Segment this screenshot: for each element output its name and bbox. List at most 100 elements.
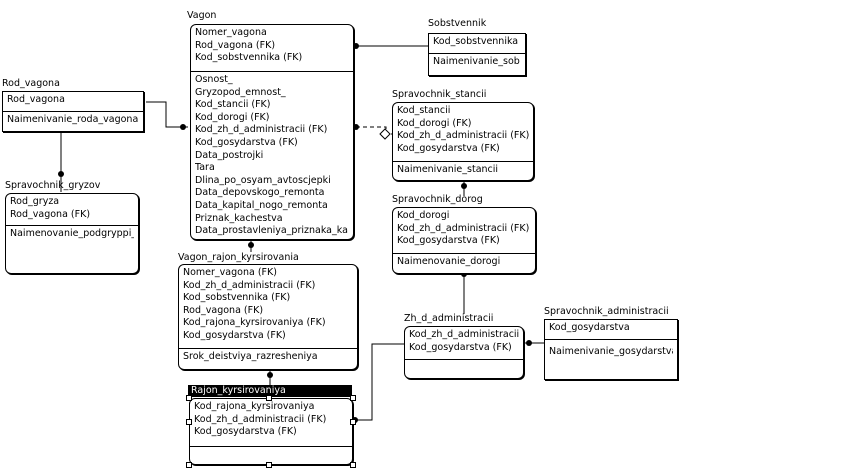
attribute[interactable]: Naimenivanie_gosydarstva — [549, 346, 673, 357]
relationship-end-dot — [461, 183, 467, 189]
attributes-section: Naimenovanie_dorogi — [393, 254, 535, 269]
attribute[interactable]: Kod_stancii (FK) — [195, 99, 271, 111]
attribute[interactable]: Data_depovskogo_remonta — [195, 187, 325, 199]
attribute[interactable]: Kod_dorogi (FK) — [195, 111, 270, 123]
entity-rod-vagona[interactable]: Rod_vagona Rod_vagona Naimenivanie_roda_… — [2, 78, 144, 132]
entity-spravochnik-administracii[interactable]: Spravochnik_administracii Kod_gosydarstv… — [544, 306, 678, 380]
resize-handle[interactable] — [350, 462, 356, 468]
resize-handle[interactable] — [186, 419, 192, 425]
entity-title: Rod_vagona — [2, 78, 60, 89]
key-attribute[interactable]: Kod_zh_d_administracii — [409, 329, 519, 340]
attribute[interactable]: Priznak_kachestva — [195, 212, 283, 224]
attribute[interactable]: Gryzopod_emnost_ — [195, 86, 286, 98]
entity-title: Vagon_rajon_kyrsirovania — [178, 252, 299, 263]
key-attribute[interactable]: Kod_rajona_kyrsirovaniya (FK) — [183, 317, 326, 329]
attribute[interactable]: Data_prostavleniya_priznaka_ka — [195, 225, 348, 237]
key-attribute[interactable]: Nomer_vagona — [195, 27, 267, 38]
key-attribute[interactable]: Kod_gosydarstva (FK) — [194, 426, 297, 438]
attribute[interactable]: Data_kapital_nogo_remonta — [195, 199, 328, 211]
attribute[interactable]: Srok_deistviya_razresheniya — [183, 351, 318, 362]
attribute[interactable]: Naimenovanie_podgryppi_ — [10, 228, 134, 239]
relationship-stancii-vagon[interactable] — [356, 126, 392, 135]
key-attribute[interactable]: Kod_gosydarstva (FK) — [409, 341, 512, 353]
relationship-rod-vagona-vagon[interactable] — [146, 101, 188, 128]
key-attribute[interactable]: Kod_gosydarstva — [549, 322, 630, 333]
attribute[interactable]: Naimenivanie_sob — [433, 56, 520, 67]
attribute[interactable]: Naimenovanie_dorogi — [397, 256, 501, 267]
attributes-section: Naimenivanie_sob — [429, 54, 525, 69]
primary-key-section: Nomer_vagona (FK)Kod_zh_d_administracii … — [179, 265, 357, 349]
entity-title: Sobstvennik — [428, 18, 487, 29]
entity-rajon-kyrsirovaniya[interactable]: Rajon_kyrsirovaniya Kod_rajona_kyrsirova… — [186, 385, 356, 468]
entity-zh-d-administracii[interactable]: Zh_d_administracii Kod_zh_d_administraci… — [404, 313, 524, 379]
key-attribute[interactable]: Rod_vagona (FK) — [183, 304, 264, 316]
entity-title: Spravochnik_gryzov — [5, 180, 101, 191]
attribute[interactable]: Data_postrojki — [195, 149, 264, 161]
resize-handle[interactable] — [266, 462, 272, 468]
key-attribute[interactable]: Kod_rajona_kyrsirovaniya — [194, 401, 315, 412]
key-attribute[interactable]: Kod_sobstvennika (FK) — [183, 292, 291, 304]
key-attribute[interactable]: Kod_dorogi (FK) — [397, 117, 472, 129]
resize-handle[interactable] — [186, 462, 192, 468]
key-attribute[interactable]: Rod_vagona — [7, 94, 65, 105]
key-attribute[interactable]: Kod_sobstvennika (FK) — [195, 52, 303, 64]
attributes-section — [405, 360, 523, 362]
relationship-end-dot — [267, 372, 273, 378]
entity-vagon-rajon-kyrsirovania[interactable]: Vagon_rajon_kyrsirovania Nomer_vagona (F… — [178, 252, 358, 370]
attribute[interactable]: Dlina_po_osyam_avtoscjepki — [195, 174, 331, 186]
entity-box: Rod_vagona Naimenivanie_roda_vagona — [2, 91, 144, 132]
attributes-section: Naimenovanie_podgryppi_ — [6, 226, 138, 241]
entity-title: Spravochnik_dorog — [392, 194, 483, 205]
key-attribute[interactable]: Kod_dorogi — [397, 210, 450, 221]
attributes-section: Naimenivanie_roda_vagona — [3, 112, 143, 127]
key-attribute[interactable]: Kod_sobstvennika — [433, 36, 519, 47]
key-attribute[interactable]: Kod_gosydarstva (FK) — [397, 235, 500, 247]
attributes-section: Naimenivanie_gosydarstva — [545, 340, 677, 359]
attribute[interactable]: Kod_zh_d_administracii (FK) — [195, 124, 328, 136]
resize-handle[interactable] — [266, 395, 272, 401]
attribute[interactable]: Tara — [195, 162, 215, 174]
key-attribute[interactable]: Kod_stancii — [397, 105, 451, 116]
key-attribute[interactable]: Nomer_vagona (FK) — [183, 267, 277, 278]
relationship-end-dot — [58, 171, 64, 177]
relationship-admin-rajon[interactable] — [353, 343, 404, 421]
key-attribute[interactable]: Kod_zh_d_administracii (FK) — [183, 279, 316, 291]
attribute[interactable]: Osnost_ — [195, 74, 233, 85]
relationship-end-dot — [353, 43, 359, 49]
attribute[interactable]: Kod_gosydarstva (FK) — [195, 136, 298, 148]
key-attribute[interactable]: Kod_gosydarstva (FK) — [397, 142, 500, 154]
resize-handle[interactable] — [350, 419, 356, 425]
attribute[interactable]: Naimenivanie_roda_vagona — [7, 114, 139, 125]
relationship-end-dot — [526, 340, 532, 346]
key-attribute[interactable]: Rod_gryza — [10, 196, 60, 207]
resize-handle[interactable] — [186, 395, 192, 401]
key-attribute[interactable]: Kod_zh_d_administracii (FK) — [397, 222, 530, 234]
entity-sobstvennik[interactable]: Sobstvennik Kod_sobstvennika Naimenivani… — [428, 18, 526, 76]
key-attribute[interactable]: Kod_zh_d_administracii (FK) — [194, 413, 327, 425]
key-attribute[interactable]: Kod_gosydarstva (FK) — [183, 329, 286, 341]
resize-handle[interactable] — [350, 395, 356, 401]
key-attribute[interactable]: Rod_vagona (FK) — [195, 39, 276, 51]
key-attribute[interactable]: Kod_zh_d_administracii (FK) — [397, 130, 529, 142]
primary-key-section: Kod_sobstvennika — [429, 34, 525, 54]
primary-key-section: Rod_vagona — [3, 92, 143, 112]
entity-box: Kod_sobstvennika Naimenivanie_sob — [428, 33, 526, 76]
attribute[interactable]: Naimenivanie_stancii — [397, 164, 499, 175]
key-attribute[interactable]: Rod_vagona (FK) — [10, 208, 91, 220]
